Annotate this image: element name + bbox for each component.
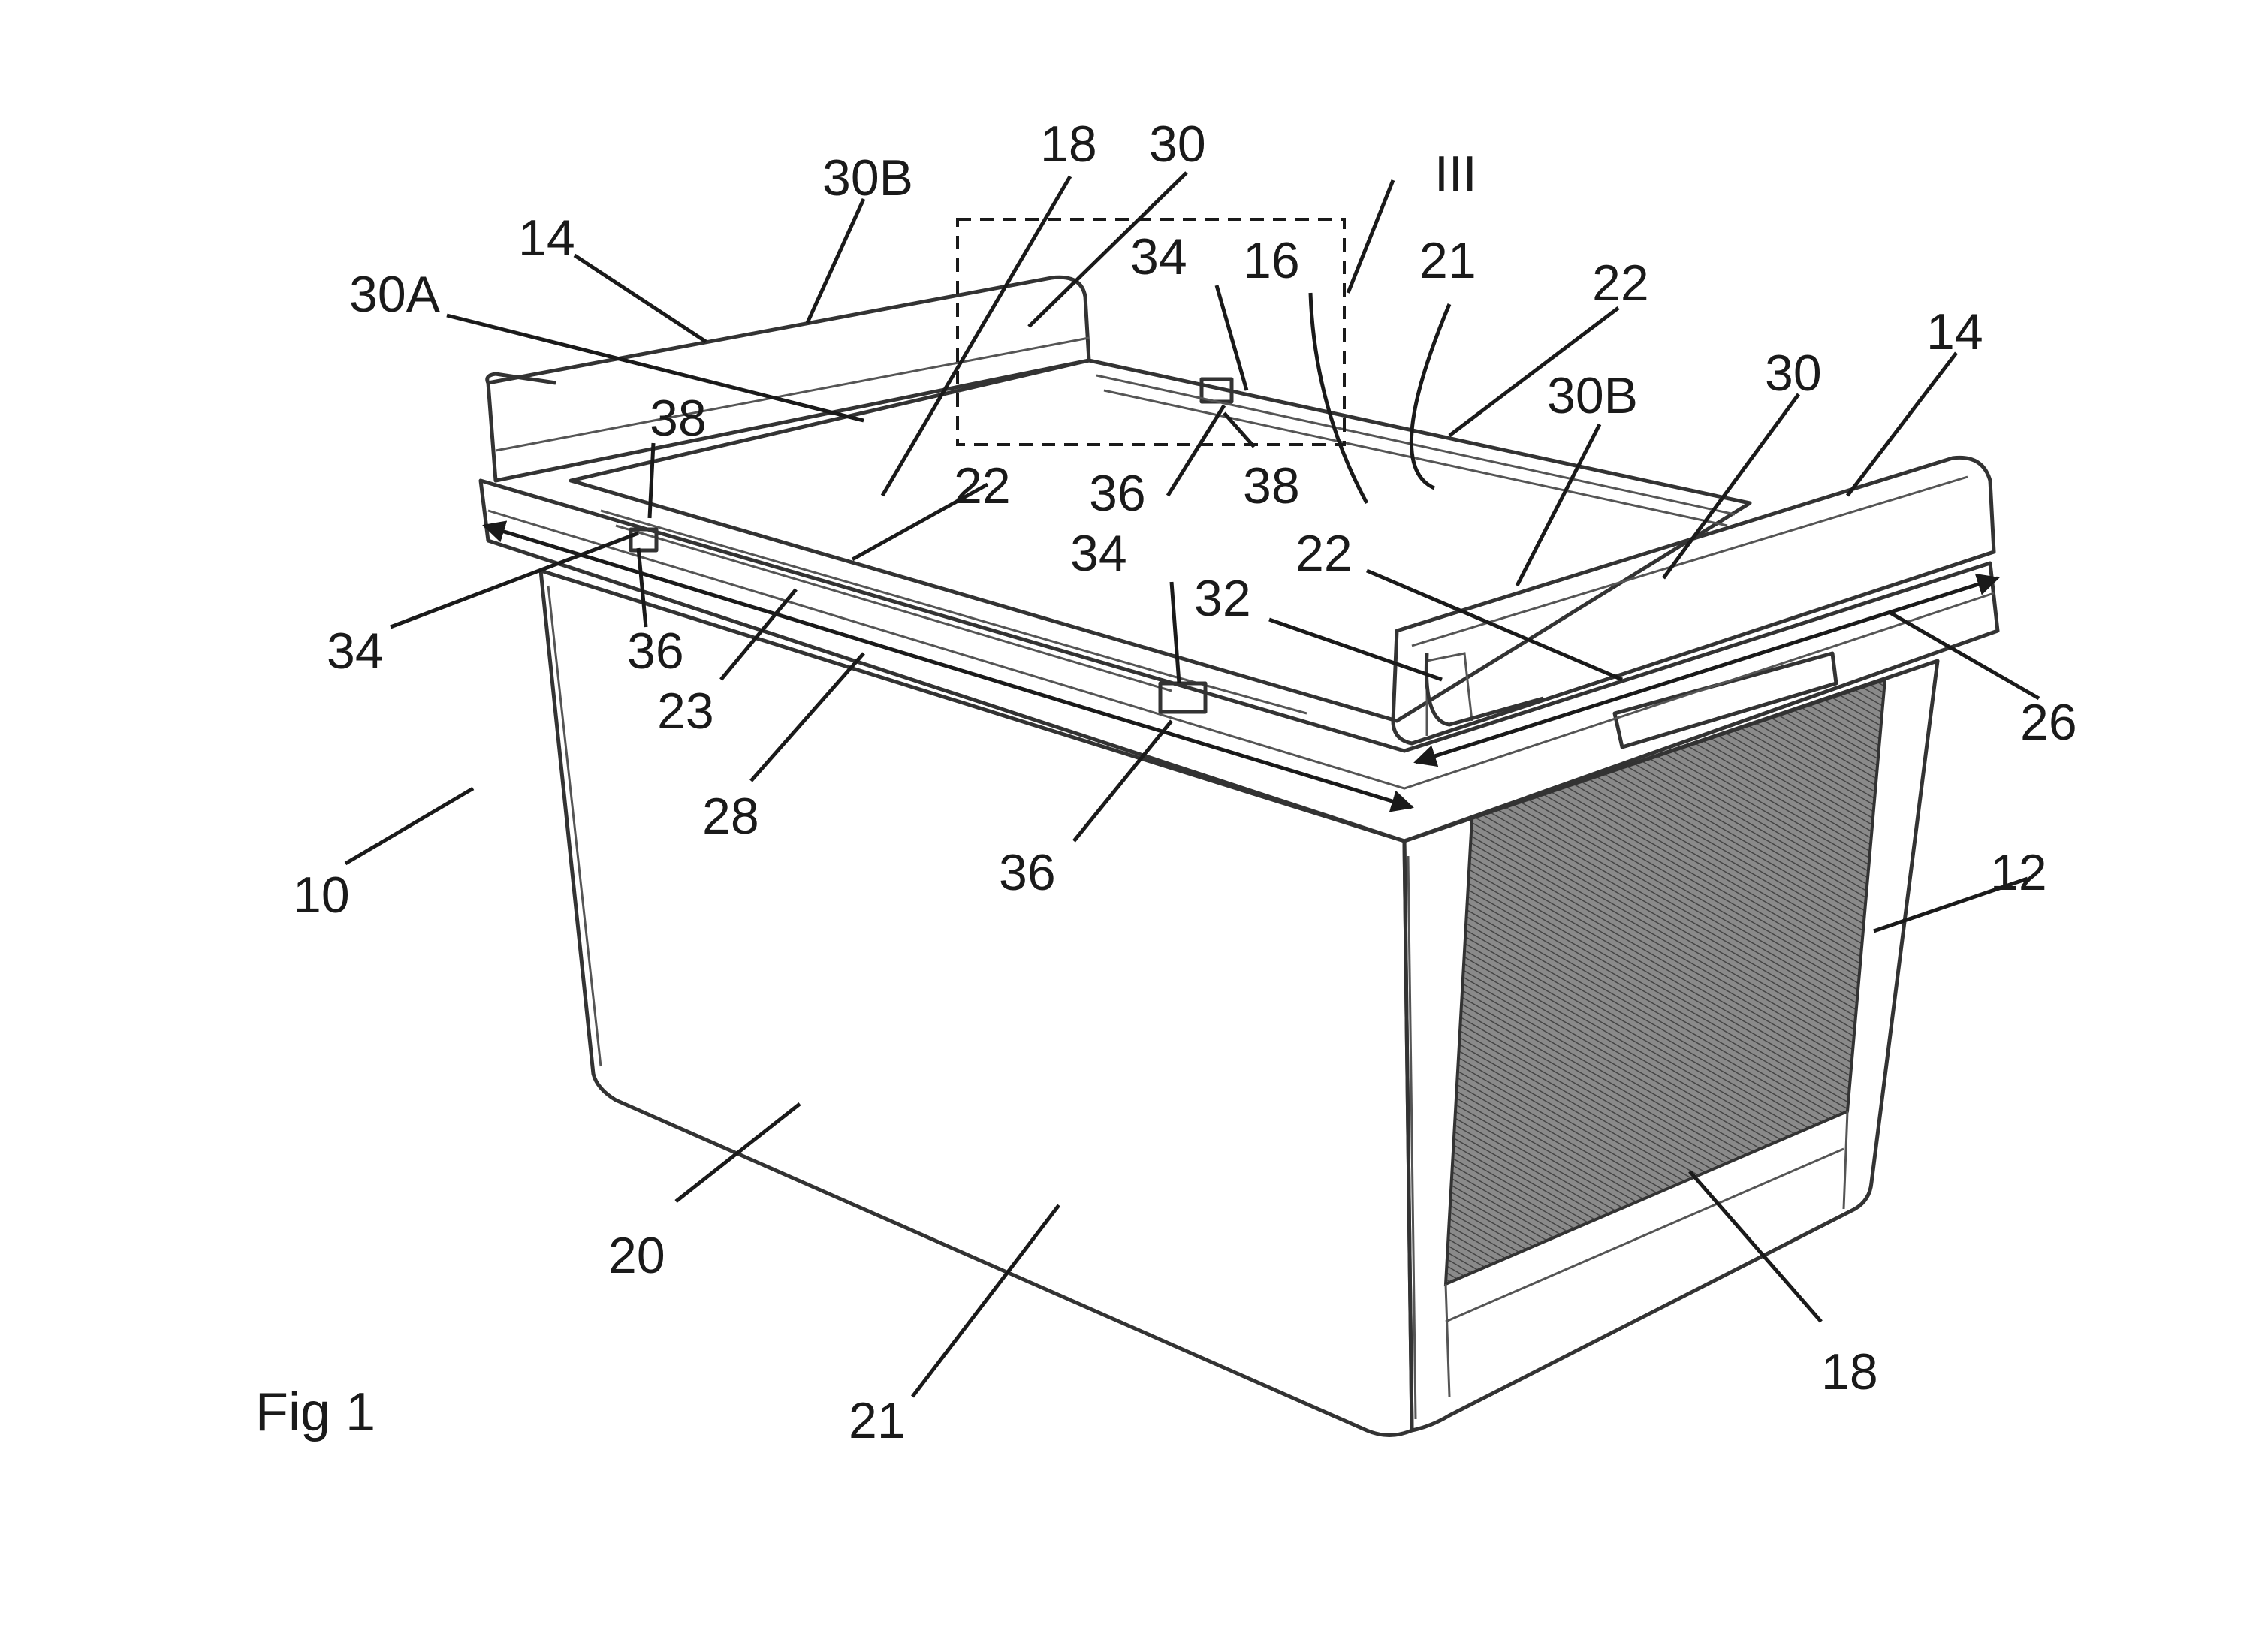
reference-numeral-16: 16 [1243, 232, 1300, 289]
reference-numeral-22-mid: 22 [954, 457, 1011, 514]
reference-numeral-30-right: 30 [1765, 345, 1822, 402]
reference-numeral-18-bottom: 18 [1821, 1343, 1878, 1400]
container-body [538, 568, 1940, 1437]
reference-numeral-30b-right: 30B [1547, 367, 1638, 424]
leader-lines [344, 171, 2040, 1398]
dimension-arrow-28 [482, 520, 1414, 812]
reference-numeral-30b-left: 30B [822, 149, 913, 206]
reference-numeral-18-top: 18 [1040, 116, 1097, 173]
detail-box-iii [956, 218, 1346, 446]
figure-caption: Fig 1 [255, 1382, 375, 1442]
reference-numeral-12: 12 [1990, 844, 2047, 901]
reference-numeral-36-left: 36 [627, 623, 684, 680]
reference-numeral-21-top: 21 [1419, 232, 1476, 289]
dimension-arrow-26 [1413, 573, 2000, 767]
reference-numeral-32: 32 [1194, 570, 1251, 627]
reference-numeral-36-bottom: 36 [999, 844, 1056, 901]
reference-numeral-30a: 30A [349, 266, 441, 323]
reference-numeral-14-left: 14 [518, 210, 575, 267]
lid-right [1391, 455, 1996, 746]
reference-numeral-10: 10 [293, 867, 350, 924]
mesh-panel [1443, 677, 1887, 1287]
reference-numeral-23: 23 [657, 683, 714, 740]
reference-numeral-iii: III [1434, 146, 1477, 203]
reference-numeral-28: 28 [702, 788, 759, 845]
reference-numeral-38-top: 38 [1243, 457, 1300, 514]
reference-numeral-22-right: 22 [1295, 525, 1353, 582]
reference-numeral-30-top: 30 [1149, 116, 1206, 173]
reference-numeral-36-top: 36 [1089, 465, 1146, 522]
reference-numeral-22-top-right: 22 [1592, 255, 1649, 312]
reference-numeral-34-mid: 34 [1070, 525, 1127, 582]
reference-numeral-21-bottom: 21 [849, 1392, 906, 1449]
reference-numeral-34-left: 34 [327, 623, 384, 680]
reference-numeral-14-right: 14 [1926, 303, 1983, 360]
reference-numeral-38-left: 38 [650, 390, 707, 447]
lid-left [485, 275, 1091, 483]
reference-numeral-26: 26 [2020, 694, 2077, 751]
reference-numeral-20: 20 [608, 1227, 665, 1284]
reference-numeral-34-top: 34 [1130, 228, 1187, 285]
